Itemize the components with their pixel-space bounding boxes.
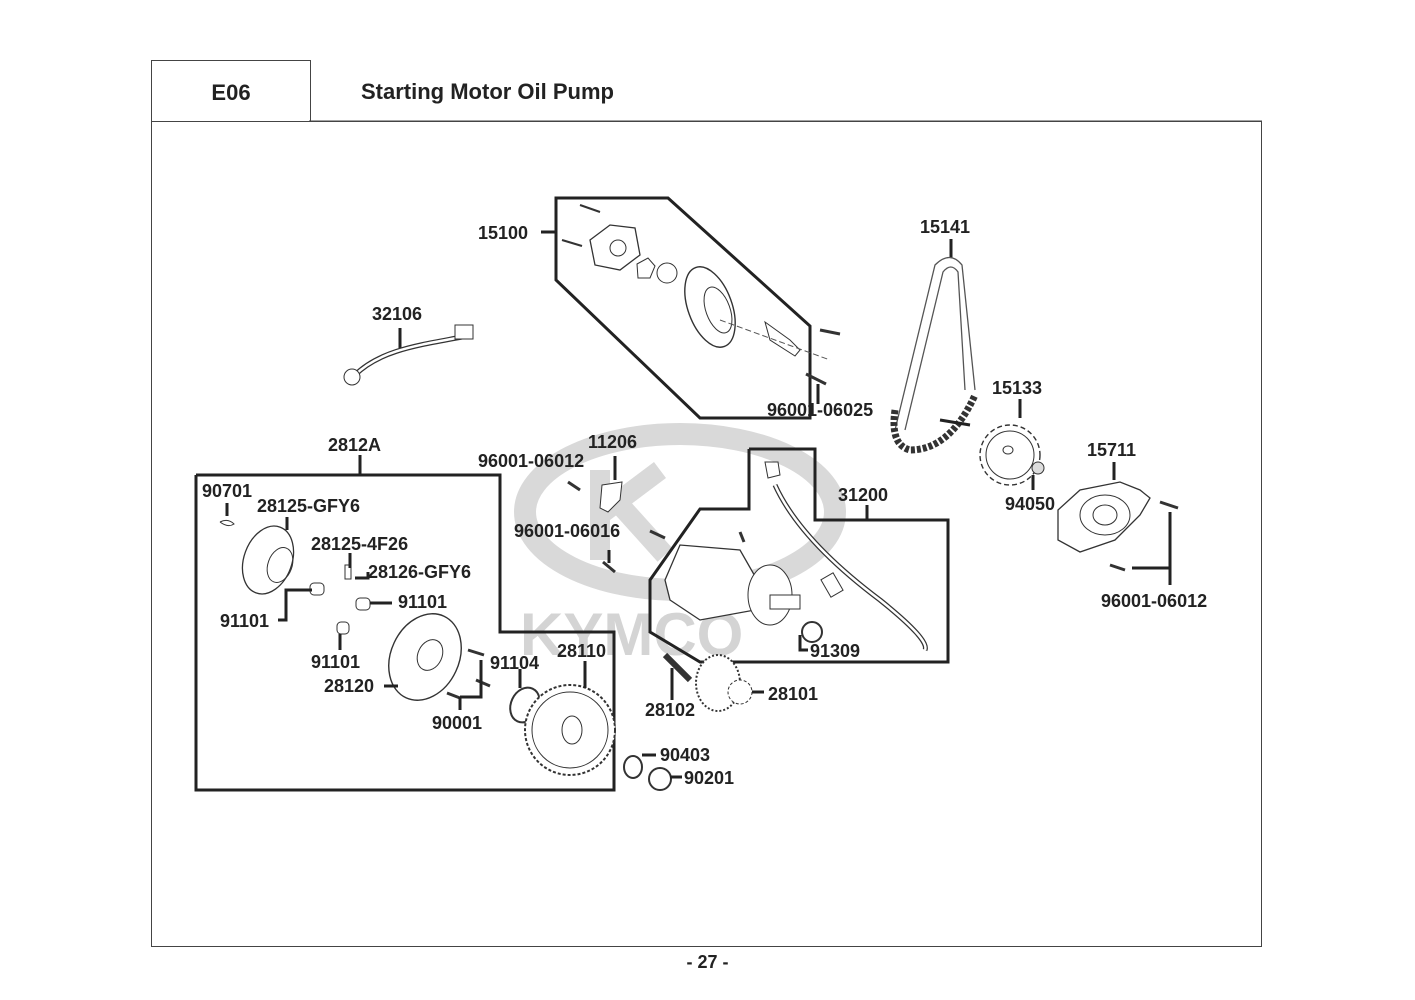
page-number: - 27 -: [686, 952, 729, 972]
part-label: 32106: [372, 304, 422, 324]
part-label: 15133: [992, 378, 1042, 398]
reduction-gear: [623, 652, 764, 791]
part-label: 28101: [768, 684, 818, 704]
oil-pump-group: [541, 196, 841, 420]
starter-clutch-group: [194, 455, 616, 792]
part-label: 11206: [588, 432, 637, 452]
part-label: 28125-GFY6: [257, 496, 360, 516]
cam-chain: [890, 239, 979, 454]
part-label: 2812A: [328, 435, 381, 455]
part-label: 90001: [432, 713, 482, 733]
part-label: 96001-06012: [478, 451, 584, 471]
section-code: E06: [211, 80, 251, 105]
sensor-wire: [343, 324, 474, 386]
part-label: 31200: [838, 485, 888, 505]
part-label: 28102: [645, 700, 695, 720]
part-label: 91101: [398, 592, 447, 612]
sprocket: [979, 399, 1045, 490]
part-label: 90701: [202, 481, 252, 501]
part-label: 94050: [1005, 494, 1055, 514]
part-label: 96001-06012: [1101, 591, 1207, 611]
bracket-and-bolts: [567, 456, 666, 574]
part-label: 15100: [478, 223, 528, 243]
page-title: Starting Motor Oil Pump: [361, 79, 614, 104]
part-label: 15141: [920, 217, 970, 237]
pump-cover: [1057, 462, 1179, 585]
part-label: 28120: [324, 676, 374, 696]
part-label: 91101: [311, 652, 360, 672]
part-label: 28125-4F26: [311, 534, 408, 554]
part-label: 28126-GFY6: [368, 562, 471, 582]
kymco-watermark: KYMCO: [514, 423, 846, 668]
part-label: 91309: [810, 641, 860, 661]
starter-motor-group: [648, 447, 950, 664]
part-label: 90403: [660, 745, 710, 765]
part-label: 96001-06025: [767, 400, 873, 420]
part-label: 15711: [1087, 440, 1136, 460]
section-code-cell: E06: [151, 60, 311, 122]
part-label: 90201: [684, 768, 734, 788]
part-label: 91101: [220, 611, 269, 631]
part-label: 91104: [490, 653, 539, 673]
part-label: 28110: [557, 641, 606, 661]
part-label: 96001-06016: [514, 521, 620, 541]
